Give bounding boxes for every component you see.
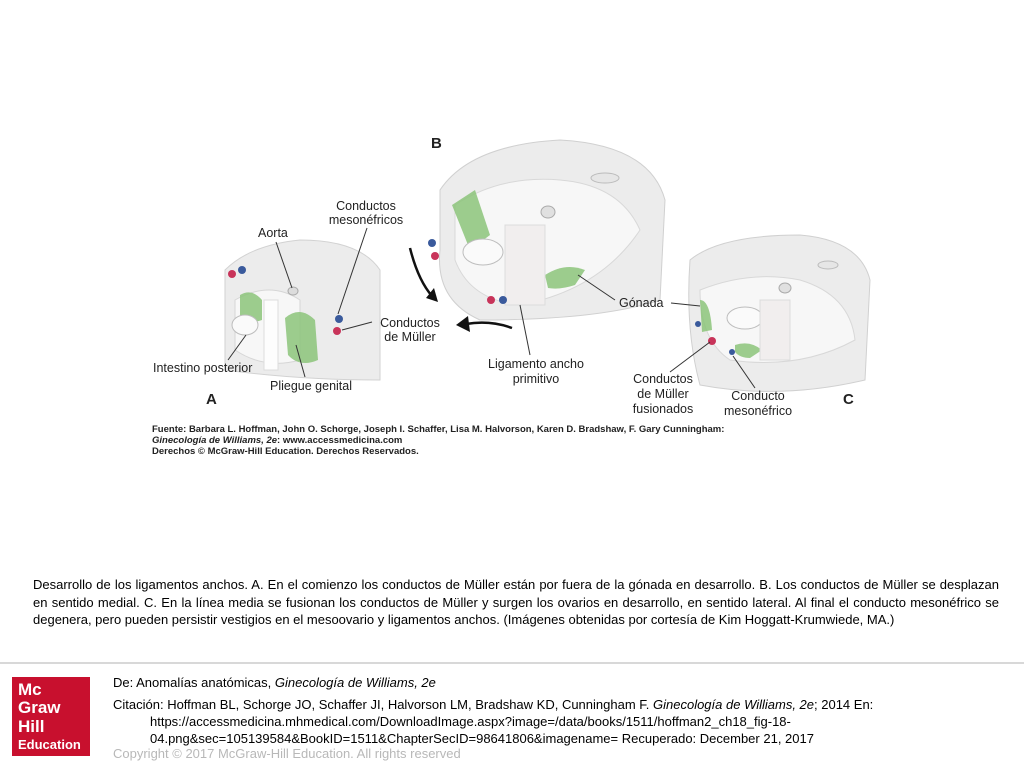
from-prefix: De: <box>113 675 137 690</box>
embryology-diagram: A B C Aorta Conductos mesonéfricos Condu… <box>152 135 871 457</box>
label-mesonephric-duct-1: Conducto <box>731 389 785 403</box>
panel-c-illustration <box>688 234 871 392</box>
logo-line-3: Hill <box>18 717 45 736</box>
panel-a-illustration <box>224 239 381 381</box>
citation-url-line-1[interactable]: https://accessmedicina.mhmedical.com/Dow… <box>150 714 791 729</box>
from-chapter: Anomalías anatómicas, <box>136 675 275 690</box>
label-hindgut: Intestino posterior <box>153 361 252 375</box>
logo-line-2: Graw <box>18 698 61 717</box>
label-mesonephric-ducts-2: mesonéfricos <box>329 213 403 227</box>
label-mesonephric-ducts-1: Conductos <box>336 199 396 213</box>
figure-caption: Desarrollo de los ligamentos anchos. A. … <box>33 577 999 627</box>
mcgraw-hill-logo: Mc Graw Hill Education <box>12 677 90 756</box>
source-line-1: Fuente: Barbara L. Hoffman, John O. Scho… <box>152 424 724 435</box>
citation: Citación: Hoffman BL, Schorge JO, Schaff… <box>113 696 993 747</box>
label-fused-mullerian-2: de Müller <box>637 387 688 401</box>
label-aorta: Aorta <box>258 226 288 240</box>
logo-line-4: Education <box>18 737 81 752</box>
source-book-title: Ginecología de Williams, 2e <box>152 435 278 446</box>
panel-letter-b: B <box>431 135 442 152</box>
source-line-3: Derechos © McGraw-Hill Education. Derech… <box>152 446 419 457</box>
label-genital-fold: Pliegue genital <box>270 379 352 393</box>
source-website: : www.accessmedicina.com <box>277 435 402 446</box>
divider <box>0 662 1024 664</box>
label-fused-mullerian-3: fusionados <box>633 402 693 416</box>
citation-prefix: Citación: Hoffman BL, Schorge JO, Schaff… <box>113 697 653 712</box>
label-gonad: Gónada <box>619 296 664 310</box>
leader-lines <box>227 227 756 389</box>
movement-arrows <box>408 247 513 332</box>
from-book: Ginecología de Williams, 2e <box>274 675 436 690</box>
citation-url-line-2[interactable]: 04.png&sec=105139584&BookID=1511&Chapter… <box>150 731 814 746</box>
label-mesonephric-duct-2: mesonéfrico <box>724 404 792 418</box>
from-line: De: Anomalías anatómicas, Ginecología de… <box>113 675 436 690</box>
citation-book: Ginecología de Williams, 2e <box>653 697 815 712</box>
panel-letter-c: C <box>843 391 854 408</box>
copyright: Copyright © 2017 McGraw-Hill Education. … <box>113 746 461 761</box>
label-fused-mullerian-1: Conductos <box>633 372 693 386</box>
citation-rest: ; 2014 En: <box>814 697 874 712</box>
panel-letter-a: A <box>206 391 217 408</box>
logo-line-1: Mc <box>18 680 42 699</box>
label-mullerian-ducts-2: de Müller <box>384 330 435 344</box>
label-primitive-ligament-1: Ligamento ancho <box>488 357 584 371</box>
label-mullerian-ducts-1: Conductos <box>380 316 440 330</box>
panel-b-illustration <box>428 139 666 321</box>
source-line-2: Ginecología de Williams, 2e: www.accessm… <box>152 435 402 446</box>
label-primitive-ligament-2: primitivo <box>513 372 560 386</box>
